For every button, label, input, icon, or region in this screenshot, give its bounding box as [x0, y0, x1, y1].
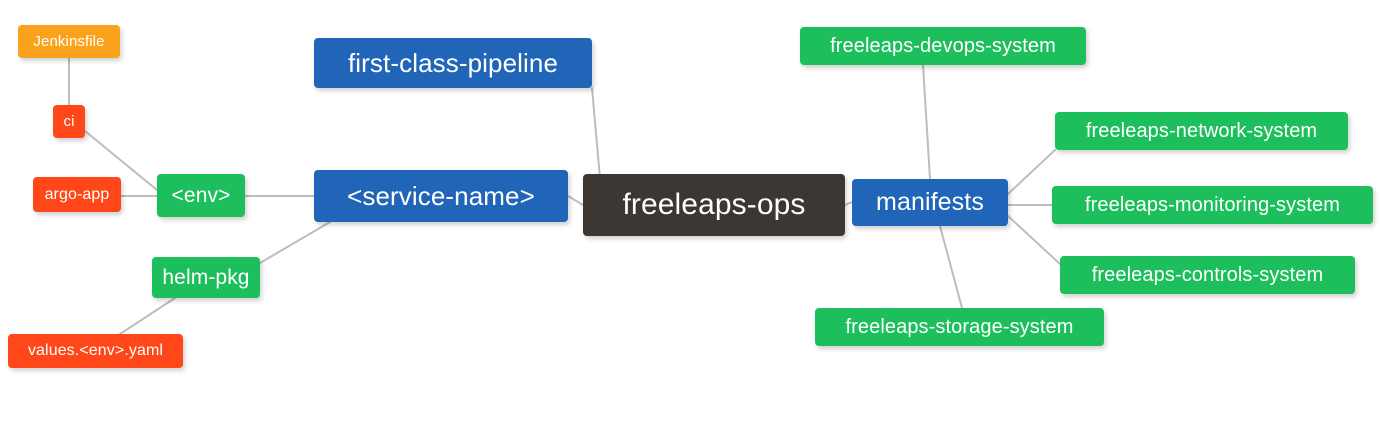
mindmap-node-env[interactable]: <env> [157, 174, 245, 217]
mindmap-node-label: freeleaps-network-system [1085, 120, 1318, 142]
edge-manifests-to-freeleaps-network-system [1007, 149, 1056, 195]
mindmap-node-label: first-class-pipeline [347, 48, 559, 78]
mindmap-node-jenkinsfile[interactable]: Jenkinsfile [18, 25, 120, 58]
mindmap-node-label: freeleaps-controls-system [1091, 264, 1324, 286]
mindmap-node-argo-app[interactable]: argo-app [33, 177, 121, 212]
mindmap-node-manifests[interactable]: manifests [852, 179, 1008, 226]
mindmap-node-label: ci [63, 113, 75, 130]
mindmap-node-freeleaps-ops[interactable]: freeleaps-ops [583, 174, 845, 236]
mindmap-node-label: <service-name> [347, 181, 535, 211]
edge-freeleaps-ops-to-first-class-pipeline [591, 87, 601, 179]
mindmap-node-label: freeleaps-monitoring-system [1084, 194, 1340, 216]
edge-helm-pkg-to-values-env-yaml [119, 297, 176, 335]
edge-service-name-to-helm-pkg [259, 221, 331, 264]
mindmap-node-label: freeleaps-storage-system [845, 316, 1074, 338]
mindmap-node-freeleaps-controls-system[interactable]: freeleaps-controls-system [1060, 256, 1355, 294]
mindmap-node-label: helm-pkg [162, 266, 250, 289]
mindmap-node-label: freeleaps-ops [622, 188, 806, 221]
edge-manifests-to-freeleaps-devops-system [922, 64, 931, 180]
edge-manifests-to-freeleaps-storage-system [939, 225, 963, 309]
mindmap-node-label: argo-app [44, 185, 110, 203]
mindmap-node-label: manifests [876, 188, 984, 216]
mindmap-node-label: freeleaps-devops-system [830, 35, 1056, 57]
mindmap-node-freeleaps-devops-system[interactable]: freeleaps-devops-system [800, 27, 1086, 65]
mindmap-node-freeleaps-monitoring-system[interactable]: freeleaps-monitoring-system [1052, 186, 1373, 224]
mindmap-node-freeleaps-storage-system[interactable]: freeleaps-storage-system [815, 308, 1104, 346]
mindmap-node-ci[interactable]: ci [53, 105, 85, 138]
edge-freeleaps-ops-to-service-name [567, 195, 584, 206]
mindmap-node-values-env-yaml[interactable]: values.<env>.yaml [8, 334, 183, 368]
mindmap-node-freeleaps-network-system[interactable]: freeleaps-network-system [1055, 112, 1348, 150]
mindmap-node-label: values.<env>.yaml [27, 342, 164, 359]
mindmap-node-label: <env> [171, 184, 231, 207]
mindmap-node-label: Jenkinsfile [33, 33, 105, 50]
edge-freeleaps-ops-to-manifests [844, 201, 853, 206]
mindmap-node-service-name[interactable]: <service-name> [314, 170, 568, 222]
mindmap-node-first-class-pipeline[interactable]: first-class-pipeline [314, 38, 592, 88]
mindmap-node-helm-pkg[interactable]: helm-pkg [152, 257, 260, 298]
edge-manifests-to-freeleaps-controls-system [1007, 215, 1061, 265]
